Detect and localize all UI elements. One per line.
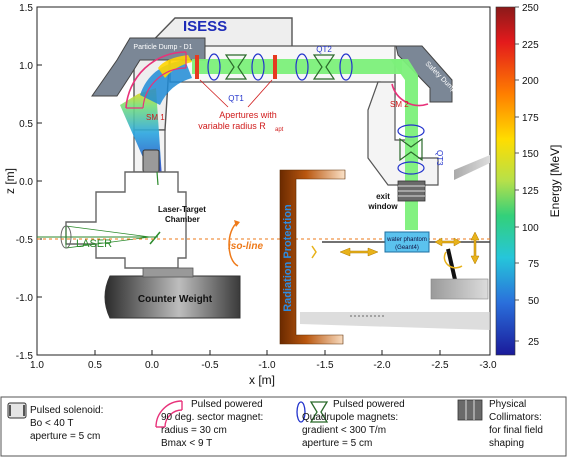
solenoid-icon — [7, 402, 27, 419]
legend-collimator-line1: Physical — [489, 399, 526, 410]
colorbar-tick: 75 — [528, 259, 540, 270]
colorbar-label: Energy [MeV] — [548, 145, 562, 218]
apertures-note-sub: apt — [275, 127, 284, 133]
radiation-protection-shield — [279, 169, 346, 345]
legend-quad-line3: gradient < 300 T/m — [302, 425, 386, 436]
y-tick-label: -1.5 — [16, 351, 34, 362]
x-tick-label: -1.0 — [258, 360, 276, 371]
solenoid-element — [142, 149, 160, 173]
patient-support-stick — [446, 248, 458, 285]
gantry-rail-upper — [454, 155, 490, 180]
x-tick-label: -3.0 — [479, 360, 497, 371]
sector-magnet-sm1 — [125, 51, 187, 109]
y-tick-label: -0.5 — [16, 235, 34, 246]
legend-sector-line2: 90 deg. sector magnet: — [161, 412, 263, 423]
water-phantom-label: water phantom — [386, 237, 427, 243]
chamber-label-1: Laser-Target — [158, 205, 206, 214]
legend-collimator-line4: shaping — [489, 438, 524, 449]
physical-collimators — [397, 180, 426, 202]
legend-solenoid-line3: aperture = 5 cm — [30, 431, 100, 442]
y-tick-label: 1.0 — [19, 61, 33, 72]
x-tick-label: -1.5 — [316, 360, 334, 371]
x-tick-label: 0.0 — [145, 360, 159, 371]
legend-quad-line4: aperture = 5 cm — [302, 438, 372, 449]
sm2-label: SM 2 — [390, 100, 409, 109]
apertures-note-2: variable radius R — [198, 121, 266, 131]
colorbar-tick: 100 — [522, 223, 539, 234]
exit-window-label: exit — [376, 192, 390, 201]
sector-magnet-sm2 — [391, 83, 429, 107]
qt3-quadrupole — [397, 124, 425, 175]
qt3-label: QT3 — [435, 150, 444, 166]
qt2-label: QT2 — [316, 45, 332, 54]
apertures-arrows — [199, 79, 273, 108]
qt1-label: QT1 — [228, 94, 244, 103]
x-axis — [36, 350, 491, 355]
legend-sector-line3: radius = 30 cm — [161, 425, 227, 436]
x-tick-label: -2.5 — [431, 360, 449, 371]
counter-weight — [104, 275, 241, 319]
iso-line-label: iso-line — [228, 241, 263, 252]
sector-magnet-icon — [155, 400, 183, 428]
gantry-descending-section — [367, 81, 439, 186]
counter-weight-label: Counter Weight — [138, 294, 213, 305]
aperture-2 — [273, 55, 277, 79]
colorbar-tick: 150 — [522, 149, 539, 160]
legend-sector-line1: Pulsed powered — [191, 399, 263, 410]
colorbar-tick: 200 — [522, 76, 539, 87]
colorbar-tick: 175 — [522, 113, 539, 124]
quadrupole-icon — [296, 401, 329, 423]
sector-magnet-sm1-inner — [142, 67, 187, 109]
particle-dump-label: Particle Dump - D1 — [133, 44, 192, 51]
x-tick-label: 1.0 — [30, 360, 44, 371]
water-phantom — [384, 231, 430, 253]
legend-solenoid-line2: Bo < 40 T — [30, 418, 73, 429]
water-phantom-label-2: (Geant4) — [395, 245, 419, 251]
y-tick-label: 0.0 — [19, 177, 33, 188]
legend-collimator-line2: Collimators: — [489, 412, 542, 423]
radiation-protection-label: Radiation Protection — [282, 204, 294, 312]
gantry-rail-lower — [300, 312, 490, 330]
y-axis-label: z [m] — [3, 168, 17, 194]
colorbar-tick: 225 — [522, 40, 539, 51]
aperture-1 — [195, 55, 199, 79]
colorbar-tick: 125 — [522, 186, 539, 197]
couch-motion-arrows — [339, 231, 480, 265]
field-shaping-detector — [430, 278, 489, 300]
colorbar-tick: 50 — [528, 296, 540, 307]
legend-sector-line4: Bmax < 9 T — [161, 438, 212, 449]
colorbar-tick: 250 — [522, 3, 539, 14]
energy-colorbar — [495, 6, 516, 356]
colorbar-tick: 25 — [528, 337, 540, 348]
laser-label: LASER — [76, 238, 112, 250]
y-tick-label: 0.5 — [19, 119, 33, 130]
legend-solenoid-line1: Pulsed solenoid: — [30, 405, 103, 416]
qt2-quadrupole — [295, 53, 353, 81]
y-tick-label: -1.0 — [16, 293, 34, 304]
legend-quad-line2: Quadrupole magnets: — [302, 412, 398, 423]
x-tick-label: 0.5 — [88, 360, 102, 371]
legend-quad-line1: Pulsed powered — [333, 399, 405, 410]
figure-title: ISESS — [183, 18, 227, 35]
legend-collimator-line3: for final field — [489, 425, 543, 436]
x-tick-label: -2.0 — [373, 360, 391, 371]
y-tick-label: 1.5 — [19, 3, 33, 14]
chamber-label-2: Chamber — [165, 215, 200, 224]
beam-bend-sm1 — [140, 60, 192, 105]
qt1-quadrupole — [207, 53, 265, 81]
collimator-icon — [457, 399, 483, 421]
beam-horizontal — [192, 59, 402, 74]
x-tick-label: -0.5 — [201, 360, 219, 371]
y-axis — [37, 6, 42, 356]
x-axis-label: x [m] — [249, 373, 275, 387]
sm1-label: SM 1 — [146, 113, 165, 122]
exit-window-label-2: window — [367, 202, 398, 211]
apertures-note-1: Apertures with — [219, 110, 277, 120]
